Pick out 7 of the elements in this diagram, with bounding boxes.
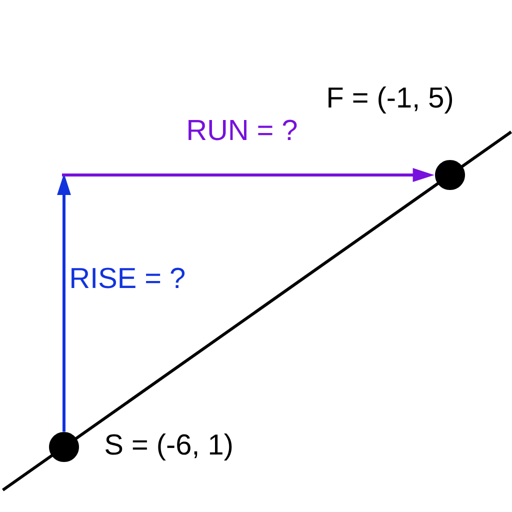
point-label: F = (-1, 5) — [328, 86, 452, 114]
point-label: S = (-6, 1) — [106, 434, 232, 460]
edge-label: RISE = ? — [72, 268, 185, 288]
point-dot — [49, 432, 79, 462]
point-dot — [435, 160, 465, 190]
line — [2, 130, 512, 492]
edge-label: RUN = ? — [188, 120, 297, 140]
